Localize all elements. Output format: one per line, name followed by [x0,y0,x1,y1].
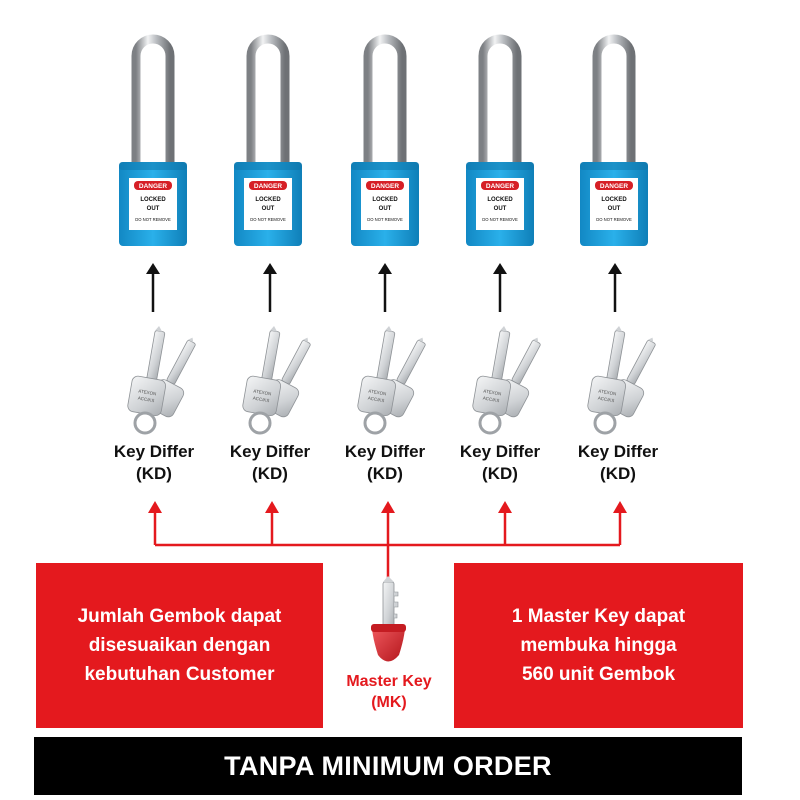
left-box-line-1: Jumlah Gembok dapat [77,606,282,627]
master-key-label: Master Key (MK) [328,671,450,713]
key-differ-label-text: Key Differ [459,442,541,461]
customizable-quantity-box: Jumlah Gembok dapat disesuaikan dengan k… [36,563,323,728]
key-differ-abbrev: (KD) [482,464,518,483]
banner-text: TANPA MINIMUM ORDER [224,750,552,781]
left-box-line-2: disesuaikan dengan [88,635,271,656]
key-differ-label-5: Key Differ (KD) [563,441,673,485]
key-differ-label-4: Key Differ (KD) [445,441,555,485]
master-key-icon [371,576,406,662]
key-differ-label-2: Key Differ (KD) [215,441,325,485]
key-differ-label-text: Key Differ [577,442,659,461]
key-differ-abbrev: (KD) [252,464,288,483]
master-key-connectors [153,510,622,580]
key-differ-keys-3 [355,321,441,435]
padlock-5 [580,39,648,246]
key-to-lock-arrowheads [146,263,622,274]
padlock-1 [119,39,187,246]
key-differ-abbrev: (KD) [600,464,636,483]
key-differ-label-1: Key Differ (KD) [99,441,209,485]
key-differ-keys-1 [125,321,211,435]
padlock-3 [351,39,419,246]
key-differ-keys-5 [585,321,671,435]
master-key-capacity-box: 1 Master Key dapat membuka hingga 560 un… [454,563,743,728]
master-key-label-text: Master Key [346,673,432,690]
right-box-line-3: 560 unit Gembok [521,664,676,685]
key-differ-keys-2 [240,321,326,435]
right-box-line-1: 1 Master Key dapat [511,606,686,627]
key-differ-label-text: Key Differ [344,442,426,461]
right-box-line-2: membuka hingga [520,635,677,656]
master-key-arrowheads [148,501,627,513]
padlock-2 [234,39,302,246]
left-box-line-3: kebutuhan Customer [84,664,275,685]
key-differ-label-text: Key Differ [113,442,195,461]
key-differ-keys-4 [470,321,556,435]
key-differ-label-3: Key Differ (KD) [330,441,440,485]
key-differ-label-text: Key Differ [229,442,311,461]
padlock-4 [466,39,534,246]
key-differ-abbrev: (KD) [367,464,403,483]
no-minimum-order-banner: TANPA MINIMUM ORDER [34,737,742,795]
master-key-abbrev: (MK) [371,694,407,711]
key-differ-abbrev: (KD) [136,464,172,483]
key-to-lock-arrows [151,270,617,312]
